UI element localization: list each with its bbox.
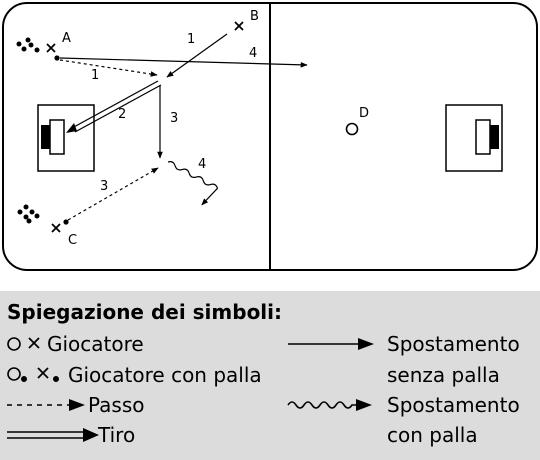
player-symbols (7, 337, 40, 351)
player-c-label: C (68, 233, 77, 248)
legend-shot: Tiro (98, 423, 136, 447)
run-b-number: 1 (187, 32, 195, 47)
dribble-number: 4 (198, 157, 206, 172)
right-goal-area (445, 104, 503, 172)
ball-pile-bottom (17, 204, 40, 224)
move-without-ball-symbol (288, 338, 374, 350)
long-run-a-path (59, 57, 308, 68)
pass-c-path (67, 167, 159, 221)
pass-a-path (59, 59, 158, 77)
handball-field-diagram: A B C D 1 1 2 3 3 4 4 (2, 2, 538, 271)
legend-move-with-ball-2: con palla (387, 423, 478, 447)
pass-c-number: 3 (100, 179, 108, 194)
run-down-number: 3 (170, 111, 178, 126)
legend-move-without-ball-2: senza palla (387, 363, 500, 387)
shot-number: 2 (118, 107, 126, 122)
left-goal-area (37, 104, 95, 172)
legend-pass: Passo (88, 393, 145, 417)
legend-panel: Spiegazione dei simboli: Giocatore Gioca… (0, 291, 540, 460)
ball-pile-top (16, 37, 40, 53)
player-d-label: D (359, 106, 369, 121)
legend-move-without-ball-1: Spostamento (387, 332, 520, 356)
pass-a-number: 1 (91, 68, 99, 83)
player-d (345, 122, 359, 136)
player-b (234, 21, 244, 31)
legend-player-with-ball: Giocatore con palla (68, 363, 262, 387)
player-with-ball-symbols (7, 367, 59, 382)
player-a-label: A (62, 31, 71, 46)
dribble-path (167, 161, 219, 206)
legend-move-with-ball-1: Spostamento (387, 393, 520, 417)
player-a (46, 43, 60, 61)
shot-symbol (7, 428, 99, 442)
long-run-number: 4 (249, 46, 257, 61)
legend-title: Spiegazione dei simboli: (7, 300, 283, 324)
shot-path (66, 80, 162, 133)
run-b-path (166, 33, 228, 78)
player-b-label: B (250, 9, 259, 24)
legend-player: Giocatore (47, 332, 144, 356)
move-with-ball-symbol (287, 399, 372, 411)
player-c (51, 219, 69, 233)
pass-symbol (7, 399, 85, 411)
